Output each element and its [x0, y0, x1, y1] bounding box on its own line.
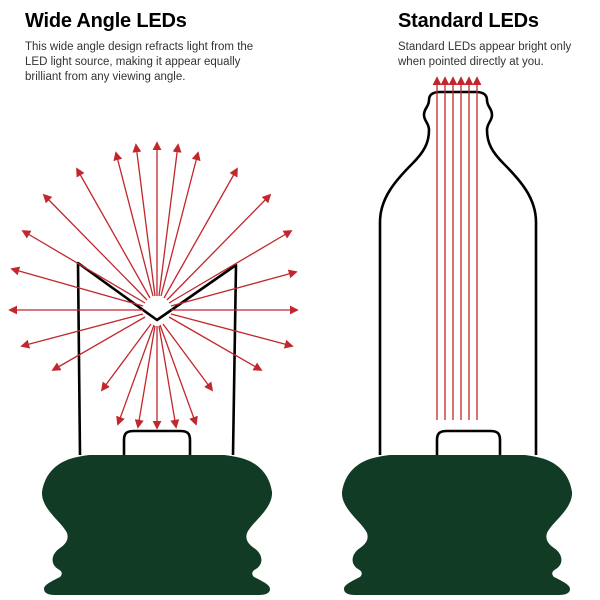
standard-title: Standard LEDs: [398, 10, 539, 32]
wide-angle-text-block: Wide Angle LEDs This wide angle design r…: [25, 10, 267, 86]
wide-angle-led-holder: [122, 429, 192, 455]
standard-description: Standard LEDs appear bright only when po…: [398, 41, 572, 69]
light-rays-radial: [8, 141, 299, 430]
wide-angle-led-figure: [8, 141, 299, 595]
light-rays-vertical: [432, 76, 482, 420]
standard-led-holder: [435, 429, 502, 455]
standard-bulb-outline: [378, 90, 538, 455]
wide-angle-title: Wide Angle LEDs: [25, 10, 187, 32]
wide-angle-lamp-base: [41, 452, 273, 595]
standard-led-figure: [341, 76, 573, 595]
standard-lamp-base: [341, 452, 573, 595]
standard-text-block: Standard LEDs Standard LEDs appear brigh…: [398, 10, 598, 70]
wide-angle-description: This wide angle design refracts light fr…: [25, 41, 254, 84]
